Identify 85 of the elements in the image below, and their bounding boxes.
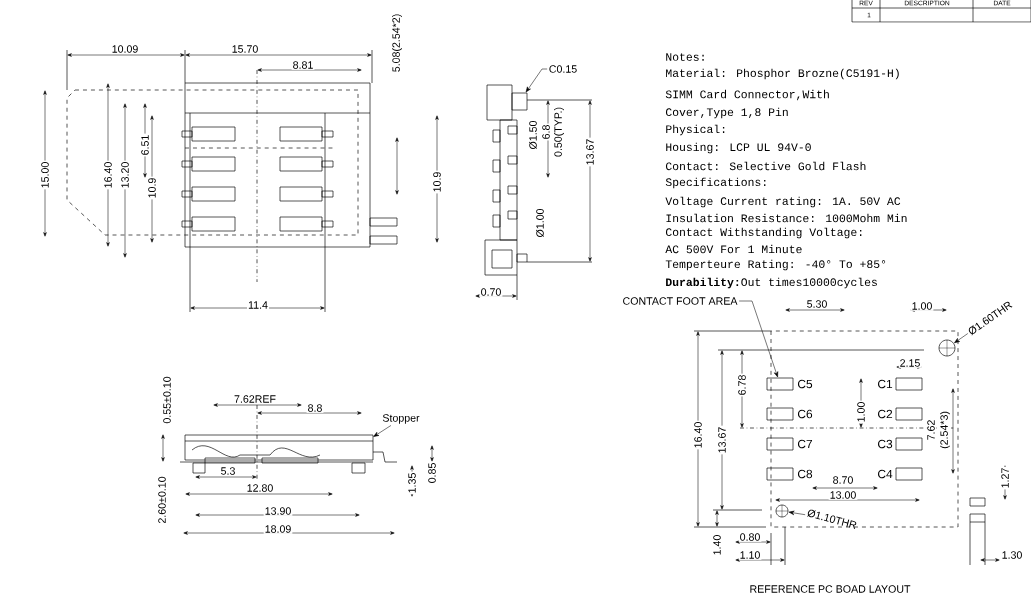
- dimension-label: 5.3: [219, 466, 237, 476]
- leader-line: [788, 510, 806, 516]
- pin-label: C3: [878, 439, 893, 449]
- note-text: SIMM Card Connector,With: [665, 89, 829, 101]
- dimension-label: 11.4: [247, 300, 269, 310]
- note-text: Temperteure Rating: -40° To +85°: [665, 259, 886, 271]
- pin-label: C5: [797, 379, 813, 389]
- dimension-label: 16.40: [103, 160, 113, 190]
- pin-label: C1: [878, 379, 893, 389]
- note-text: Contact Withstanding Voltage:: [665, 227, 862, 239]
- dimension-label: 18.09: [263, 524, 293, 534]
- dimension-label: 15.70: [230, 44, 260, 54]
- note-text: Voltage Current rating: 1A. 50V AC: [665, 196, 901, 208]
- contact-pad: [766, 437, 794, 451]
- dimension-label: 0.70: [479, 287, 503, 297]
- dimension-label: 12.80: [245, 483, 275, 493]
- note-text: Durability:Out times10000cycles: [666, 277, 877, 289]
- dimension-label: 7.62: [926, 418, 936, 442]
- mounting-hole: [938, 339, 956, 357]
- dimension-label: 8.70: [831, 475, 855, 485]
- dimension-label: 1.27: [1000, 466, 1010, 490]
- leader-line: [525, 68, 548, 93]
- dimension-label: Ø1.50: [528, 119, 538, 151]
- dimension-label: (2.54*3): [939, 410, 952, 450]
- dimension-label: 13.20: [120, 160, 130, 190]
- dimension-label: 13.90: [263, 506, 293, 516]
- pin-label: C8: [797, 469, 813, 479]
- dimension-label: 2.60±0.10: [157, 475, 167, 525]
- dimension-label: 8.8: [306, 403, 324, 413]
- dimension-label: Ø1.00: [535, 207, 545, 239]
- dimension-label: 0.50(TYP.): [553, 105, 565, 159]
- note-text: Material: Phosphor Brozne(C5191-H): [666, 68, 899, 80]
- note-text: Contact: Selective Gold Flash: [665, 161, 866, 171]
- callout-text: CONTACT FOOT AREA: [623, 297, 738, 305]
- callout-text: Stopper: [382, 414, 420, 424]
- dimension-label: 1.40: [712, 533, 722, 557]
- dimension-label: 5.08(2.54*2): [391, 12, 403, 74]
- note-text: Cover,Type 1,8 Pin: [665, 107, 788, 119]
- dimension-label: 1.00: [910, 301, 934, 311]
- contact-pad: [895, 467, 923, 481]
- dimension-label: 13.00: [828, 490, 858, 500]
- dimension-label: 5.30: [805, 299, 829, 309]
- pin-label: C7: [797, 439, 812, 449]
- dimension-label: 6.8: [541, 123, 551, 141]
- note-text: Physical:: [666, 124, 725, 136]
- pin-label: C4: [878, 469, 893, 479]
- dimension-label: 6.78: [737, 373, 747, 397]
- dimension-label: 10.9: [147, 176, 157, 200]
- contact-pad: [895, 407, 923, 421]
- chamfered-post: [511, 92, 528, 111]
- dimension-label: 1.35: [407, 471, 417, 495]
- contact-pad: [766, 377, 794, 391]
- note-text: AC 500V For 1 Minute: [665, 244, 802, 254]
- contact-pad: [895, 437, 923, 451]
- pin-label: C6: [797, 409, 813, 419]
- leader-line: [373, 425, 392, 437]
- dimension-label: 13.67: [585, 137, 595, 167]
- contact-pad: [895, 377, 923, 391]
- mounting-hole: [775, 504, 789, 518]
- dimension-label: 2.15: [898, 358, 922, 368]
- dimension-label: 7.62REF: [233, 394, 278, 404]
- dimension-label: 0.55±0.10: [162, 375, 172, 425]
- note-text: Notes:: [666, 53, 704, 61]
- pin-label: C2: [878, 409, 893, 419]
- dimension-label: 15.00: [40, 160, 50, 190]
- dimension-label: 1.30: [1000, 550, 1024, 560]
- dimension-label: 13.67: [717, 425, 727, 455]
- contact-pad: [766, 407, 794, 421]
- dimension-label: 16.40: [693, 420, 703, 450]
- dimension-label: 1.00: [856, 400, 866, 424]
- leader-line: [954, 333, 969, 344]
- contact-pad: [766, 467, 794, 481]
- dimension-label: 1.10: [738, 550, 762, 560]
- callout-text: C0.15: [549, 65, 577, 73]
- dimension-label: 0.85: [427, 461, 437, 485]
- dimension-label: 0.80: [738, 532, 762, 542]
- drawing-caption: REFERENCE PC BOAD LAYOUT: [750, 585, 911, 593]
- leader-line: [738, 300, 779, 378]
- dimension-label: 8.81: [291, 60, 315, 70]
- dimension-label: 6.51: [140, 133, 150, 157]
- dimension-label: 10.09: [110, 44, 140, 54]
- dimension-label: 10.9: [432, 170, 442, 194]
- note-text: Housing: LCP UL 94V-0: [666, 142, 811, 154]
- note-text: Insulation Resistance: 1000Mohm Min: [666, 213, 907, 223]
- note-text: Specifications:: [665, 177, 766, 189]
